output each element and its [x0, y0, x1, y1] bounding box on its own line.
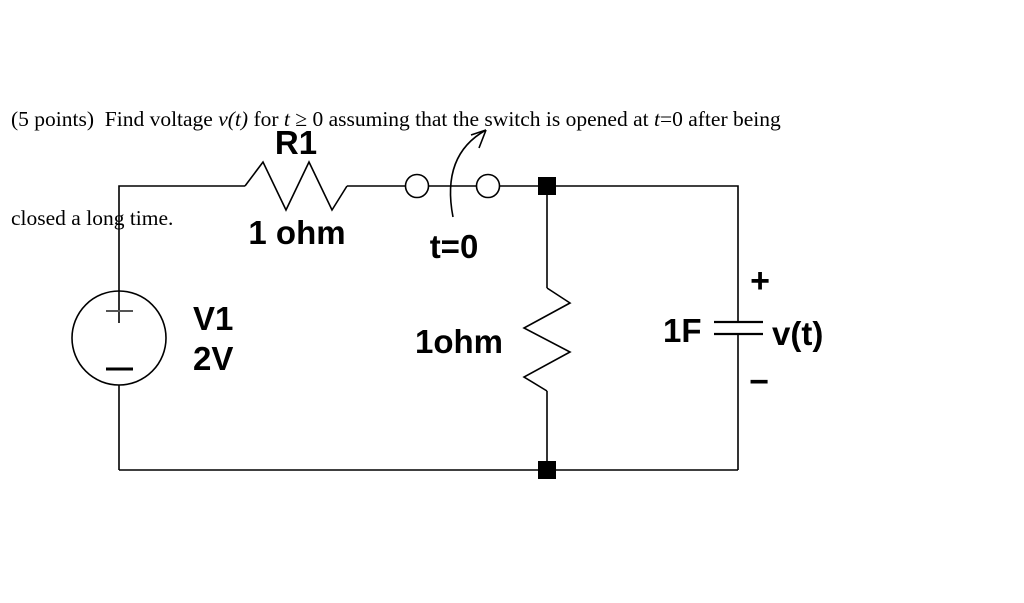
capacitor-plus-label: + [750, 262, 770, 300]
switch-terminal-left [404, 173, 430, 199]
problem-text-t: t [654, 107, 660, 131]
problem-statement: (5 points) Find voltage v(t) for t ≥ 0 a… [11, 37, 781, 301]
resistor-middle-value-label: 1ohm [415, 323, 503, 360]
resistor-r1-value-label: 1 ohm [248, 214, 345, 251]
capacitor-voltage-label: v(t) [772, 315, 823, 352]
wire-top-left [118, 185, 245, 323]
switch-terminal-right [475, 173, 501, 199]
capacitor-value-label: 1F [663, 312, 702, 349]
switch-arc [449, 129, 487, 218]
voltage-source-symbol [71, 290, 167, 386]
problem-text-segment: =0 after being [659, 107, 781, 131]
node-bottom [538, 461, 556, 479]
resistor-middle-symbol [522, 287, 572, 392]
source-value-label: 2V [193, 340, 233, 377]
switch-time-label: t=0 [430, 228, 479, 265]
source-name-label: V1 [193, 300, 233, 337]
wire-top-right [556, 185, 739, 321]
switch-arrow-icon [470, 129, 487, 149]
resistor-r1-symbol [244, 160, 348, 212]
problem-line-1: (5 points) Find voltage v(t) for t ≥ 0 a… [11, 103, 781, 136]
problem-text-segment: for [248, 107, 284, 131]
capacitor-minus-label: − [749, 363, 769, 401]
problem-text-vt: v(t) [218, 107, 249, 131]
problem-text-segment: ≥ 0 assuming that the switch is opened a… [289, 107, 654, 131]
problem-text-t: t [283, 107, 290, 131]
problem-text-segment: (5 points) Find voltage [11, 107, 219, 131]
node-top [538, 177, 556, 195]
problem-line-2: closed a long time. [11, 206, 174, 230]
resistor-r1-name-label: R1 [275, 124, 317, 161]
